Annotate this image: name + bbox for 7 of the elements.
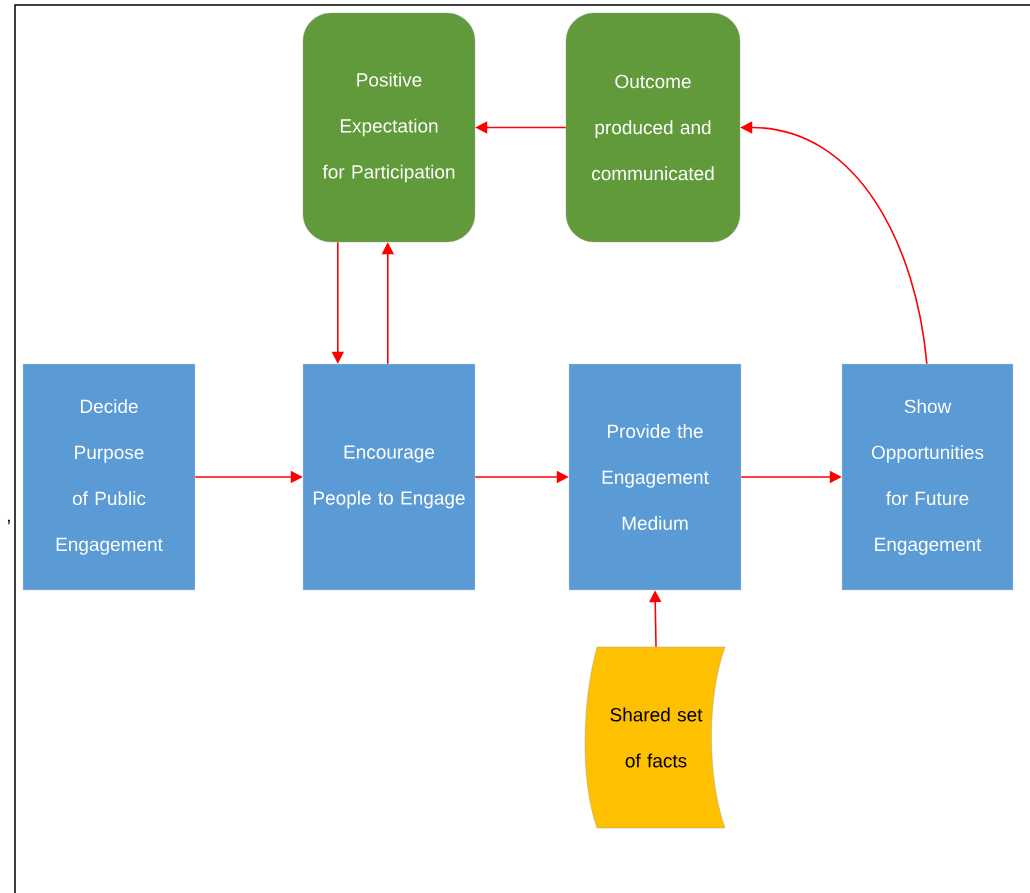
process-box: Encourage People to Engage xyxy=(302,363,476,591)
comma-mark: , xyxy=(7,519,10,525)
process-box: Provide the Engagement Medium xyxy=(568,363,742,591)
process-box: Outcome produced and communicated xyxy=(565,12,741,243)
process-box: Show Opportunities for Future Engagement xyxy=(841,363,1014,591)
process-box: Positive Expectation for Participation xyxy=(302,12,476,243)
process-box: Decide Purpose of Public Engagement xyxy=(22,363,196,591)
